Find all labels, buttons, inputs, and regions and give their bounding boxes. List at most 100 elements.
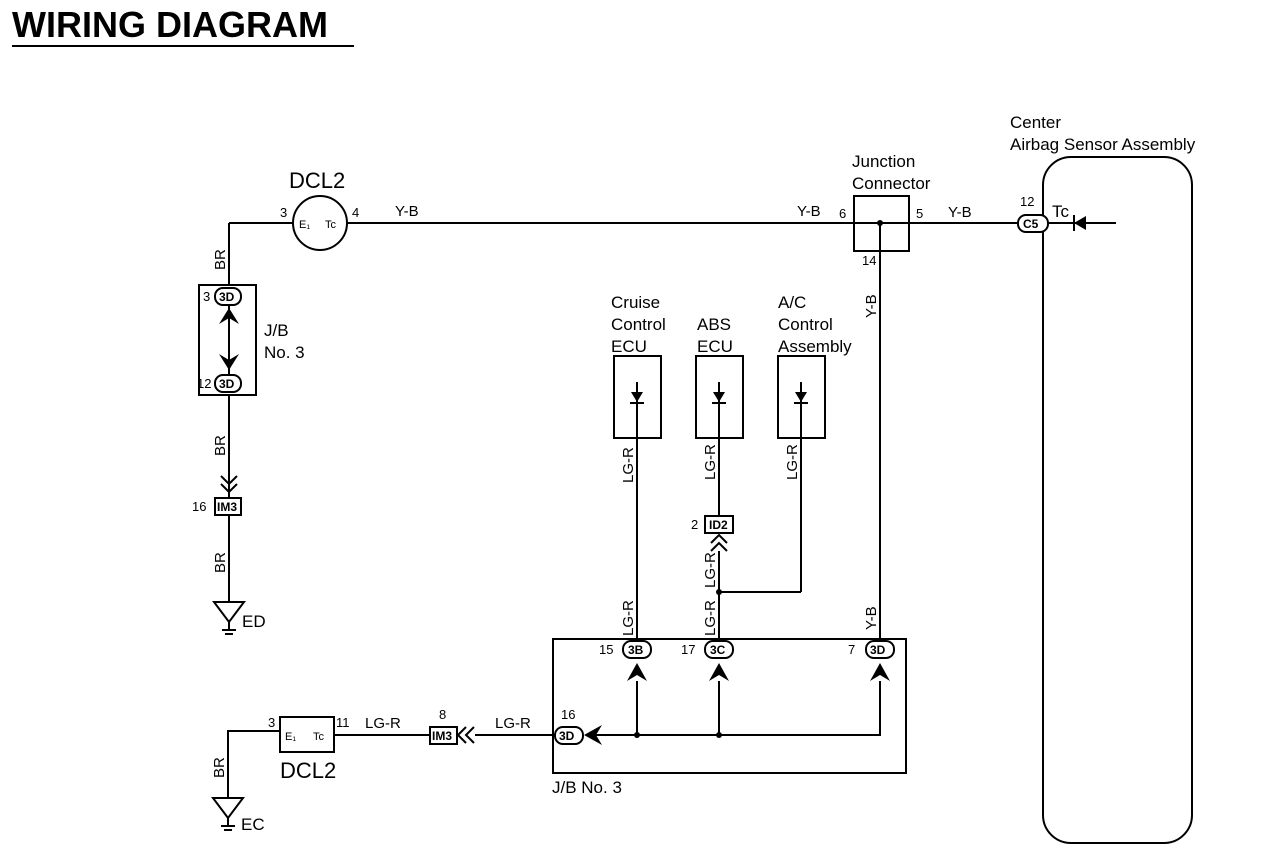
jb-conn-3c-label: 3C <box>710 643 726 657</box>
wire-label-lgr-ac: LG-R <box>784 444 801 480</box>
jb-top-arrow-up-icon <box>219 308 239 324</box>
wire-br-ec <box>227 730 280 798</box>
abs-ecu-diode-icon <box>712 382 726 438</box>
airbag-sensor-label-1: Center <box>1010 113 1061 132</box>
jb-internal-bus <box>590 681 881 736</box>
jb-top-conn-top-label: 3D <box>219 290 235 304</box>
ac-label-2: Control <box>778 315 833 334</box>
connector-im3-top-label: IM3 <box>217 500 237 514</box>
ac-diode-icon <box>794 382 808 438</box>
wire-label-yb-5: Y-B <box>863 606 880 630</box>
jb-3d-left-arrow-icon <box>584 725 602 745</box>
ground-ec-label: EC <box>241 815 265 834</box>
ground-ed-icon <box>212 601 246 635</box>
ac-label-3: Assembly <box>778 337 852 356</box>
jb-conn-3b <box>622 640 652 659</box>
jb-conn-3b-label: 3B <box>628 643 644 657</box>
ground-ec-icon <box>211 797 245 831</box>
jb-top-label-2: No. 3 <box>264 343 305 362</box>
wire-label-br-1: BR <box>212 249 229 270</box>
connector-id2-pin: 2 <box>691 517 698 532</box>
jb-3b-arrow-icon <box>627 663 647 681</box>
wire-label-yb-4: Y-B <box>863 294 880 318</box>
dcl2-bottom-term-e1: E₁ <box>285 731 296 743</box>
jb-pin-15: 15 <box>599 642 613 657</box>
jb-conn-3d <box>865 640 895 659</box>
wire-label-lgr-abs-mid: LG-R <box>702 552 719 588</box>
wire-label-lgr-abs-top: LG-R <box>702 444 719 480</box>
im3-bottom-chevron-1-icon <box>464 726 475 744</box>
jb-top-pin-12: 12 <box>197 376 211 391</box>
wire-label-yb-3: Y-B <box>948 204 972 221</box>
abs-ecu-label-2: ECU <box>697 337 733 356</box>
junction-connector-label-2: Connector <box>852 174 931 193</box>
airbag-pin-12: 12 <box>1020 194 1034 209</box>
dcl2-top-label: DCL2 <box>289 168 345 193</box>
jb-pin-7: 7 <box>848 642 855 657</box>
jb-top-connector-3d-bottom <box>214 374 242 393</box>
jb-splice-1-dot <box>634 732 640 738</box>
connector-im3-bottom-label: IM3 <box>432 729 452 743</box>
dcl2-top-term-e1: E₁ <box>299 219 310 231</box>
wire-label-br-4: BR <box>211 757 228 778</box>
jb-top-label-1: J/B <box>264 321 289 340</box>
cruise-ecu-label-3: ECU <box>611 337 647 356</box>
dcl2-bottom-pin-e1: 3 <box>268 715 275 730</box>
dcl2-bottom-term-tc: Tc <box>313 731 325 743</box>
cruise-ecu-diode-icon <box>630 382 644 438</box>
jb-top-pin-3: 3 <box>203 289 210 304</box>
splice-ac-abs-dot <box>716 589 722 595</box>
junction-splice-dot <box>877 220 883 226</box>
jb-top-conn-bottom-label: 3D <box>219 377 235 391</box>
jb-3c-arrow-icon <box>709 663 729 681</box>
wire-label-br-3: BR <box>212 552 229 573</box>
id2-chevron-2-icon <box>710 541 728 552</box>
wire-label-yb-1: Y-B <box>395 203 419 220</box>
wire-label-lgr-h1: LG-R <box>365 715 401 732</box>
jb-conn-3d-left-label: 3D <box>559 729 575 743</box>
wire-label-lgr-cruise-top: LG-R <box>620 447 637 483</box>
ground-ed-label: ED <box>242 612 266 631</box>
jb-splice-2-dot <box>716 732 722 738</box>
ac-label-1: A/C <box>778 293 806 312</box>
airbag-diode-icon <box>1073 215 1086 231</box>
junction-pin-14: 14 <box>862 253 876 268</box>
wire-label-lgr-h2: LG-R <box>495 715 531 732</box>
wire-label-lgr-abs-bot: LG-R <box>702 600 719 636</box>
junction-pin-6: 6 <box>839 206 846 221</box>
connector-im3-bottom-pin: 8 <box>439 707 446 722</box>
page-title: WIRING DIAGRAM <box>12 4 328 45</box>
jb-pin-16: 16 <box>561 707 575 722</box>
dcl2-bottom-label: DCL2 <box>280 758 336 783</box>
dcl2-bottom-pin-tc: 11 <box>336 715 350 730</box>
airbag-sensor-assembly-box <box>1042 156 1193 844</box>
cruise-ecu-label-1: Cruise <box>611 293 660 312</box>
dcl2-top-pin-tc: 4 <box>352 205 359 220</box>
jb-pin-17: 17 <box>681 642 695 657</box>
connector-im3-top-pin: 16 <box>192 499 206 514</box>
jb-top-arrow-down-icon <box>219 354 239 370</box>
jb-3d-arrow-icon <box>870 663 890 681</box>
wire-label-yb-2: Y-B <box>797 203 821 220</box>
jb-bottom-label: J/B No. 3 <box>552 778 622 797</box>
junction-connector-label-1: Junction <box>852 152 915 171</box>
dcl2-top-connector: E₁ Tc <box>292 195 348 251</box>
connector-c5-label: C5 <box>1023 217 1039 231</box>
im3-top-chevron-2-icon <box>220 483 238 494</box>
cruise-ecu-label-2: Control <box>611 315 666 334</box>
wire-label-lgr-cruise-bot: LG-R <box>620 600 637 636</box>
abs-ecu-label-1: ABS <box>697 315 731 334</box>
airbag-sensor-label-2: Airbag Sensor Assembly <box>1010 135 1196 154</box>
airbag-terminal-tc: Tc <box>1052 202 1070 221</box>
dcl2-bottom-connector <box>279 716 335 753</box>
wire-label-br-2: BR <box>212 435 229 456</box>
junction-pin-5: 5 <box>916 206 923 221</box>
connector-id2 <box>704 515 734 534</box>
id2-chevron-1-icon <box>710 533 728 544</box>
dcl2-top-term-tc: Tc <box>325 219 337 231</box>
dcl2-top-pin-e1: 3 <box>280 205 287 220</box>
im3-top-chevron-1-icon <box>220 475 238 486</box>
jb-conn-3c <box>704 640 734 659</box>
jb-conn-3d-label: 3D <box>870 643 886 657</box>
